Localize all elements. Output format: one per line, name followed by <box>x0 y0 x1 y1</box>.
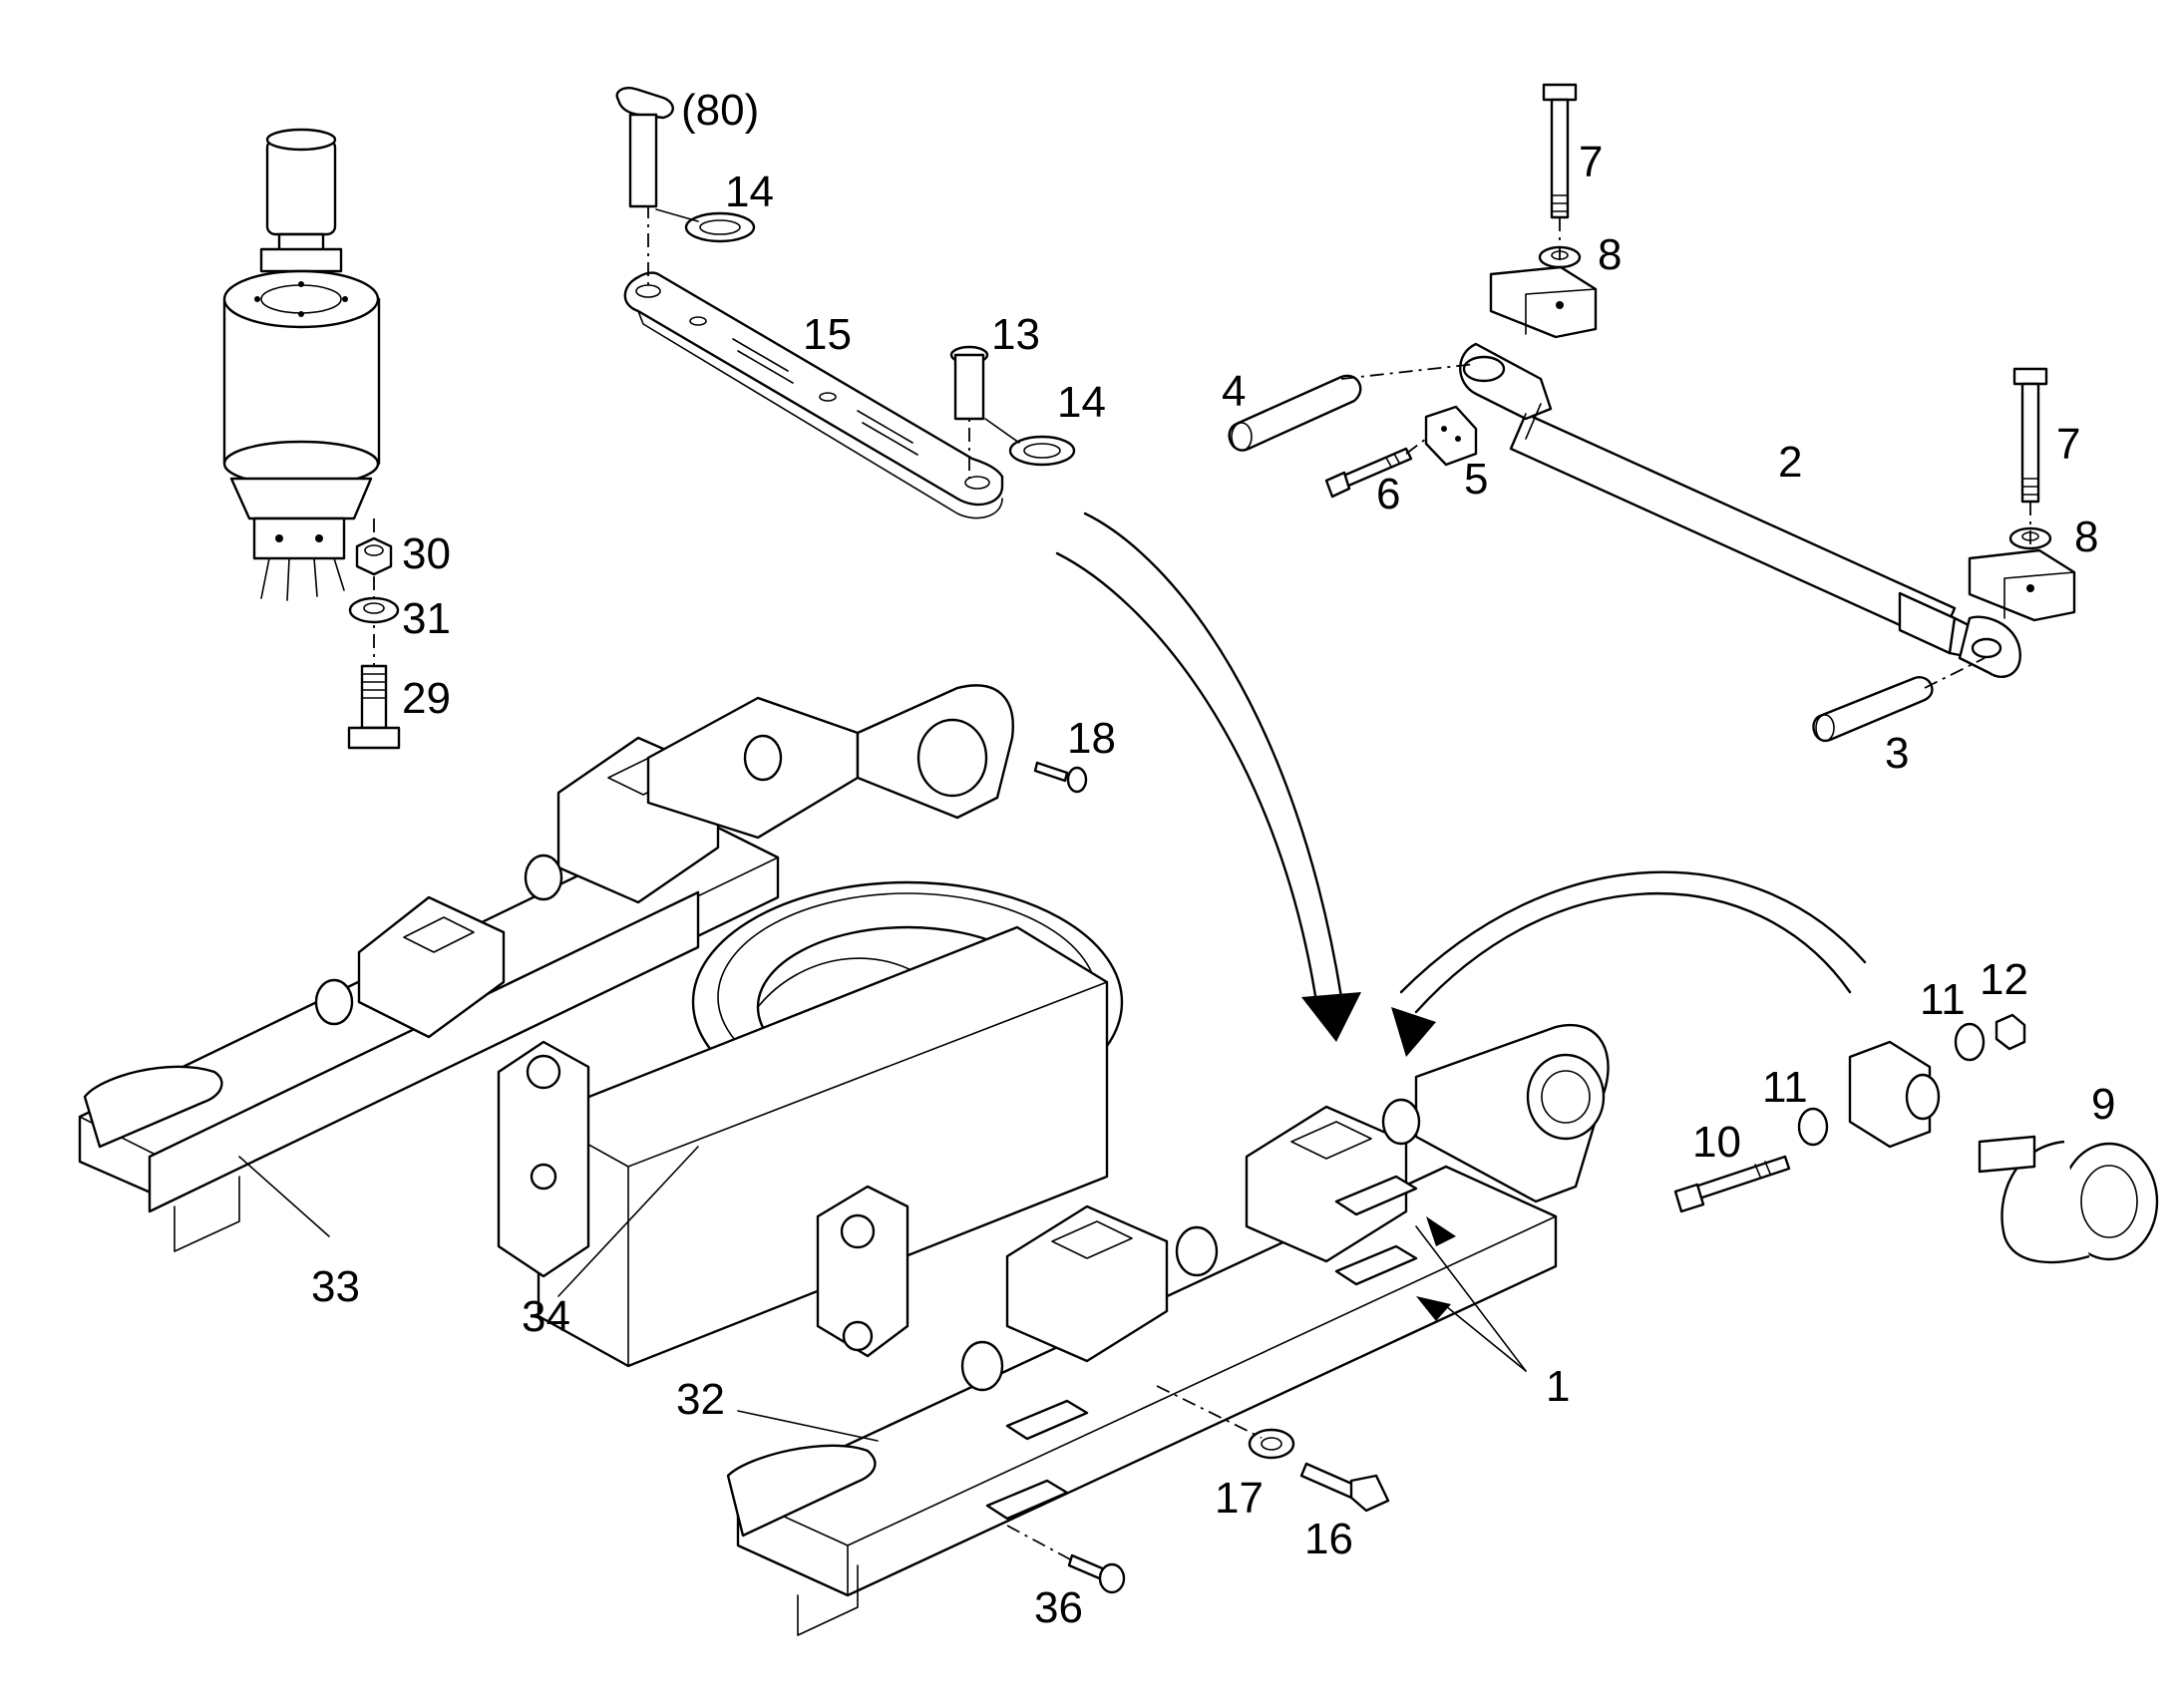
assembly-arrow-right <box>1391 870 1867 1057</box>
callout-80: (80) <box>681 86 759 135</box>
callout-14-upper: 14 <box>725 168 774 216</box>
clamp-block-lower <box>1968 548 2076 622</box>
callout-4: 4 <box>1222 367 1246 416</box>
callout-30: 30 <box>402 529 451 578</box>
pin-4 <box>1228 374 1362 452</box>
roller-9 <box>1978 1135 2159 1264</box>
pin-80 <box>615 87 674 208</box>
callout-17: 17 <box>1215 1474 1264 1523</box>
pin-3-axis <box>1924 657 1986 689</box>
callout-7-upper: 7 <box>1579 138 1603 186</box>
pin-13 <box>949 345 989 421</box>
callout-2: 2 <box>1778 438 1802 487</box>
screw-36-axis <box>1006 1525 1073 1561</box>
screw-36 <box>1067 1553 1126 1594</box>
assembly-arrow-left <box>1055 512 1361 1042</box>
callout-11-upper: 11 <box>1920 975 1966 1024</box>
bolt-18 <box>1033 761 1088 794</box>
washer-11-lower <box>1797 1107 1829 1147</box>
pin-3 <box>1812 676 1934 743</box>
callout-3: 3 <box>1885 729 1909 778</box>
nut-30 <box>355 536 393 576</box>
bolt-16-axis <box>1156 1385 1263 1439</box>
callout-1: 1 <box>1546 1362 1570 1411</box>
frame-rollers <box>314 734 1421 1392</box>
bolt-10 <box>1673 1155 1791 1213</box>
callout-15: 15 <box>803 310 852 359</box>
block-5 <box>1424 405 1478 467</box>
bolt-7-upper <box>1542 83 1578 219</box>
callout-29: 29 <box>402 674 451 723</box>
clip-14-upper <box>655 208 756 243</box>
callout-32: 32 <box>676 1375 725 1424</box>
screw-6-axis <box>1405 438 1427 455</box>
callout-labels: (80) 14 15 13 14 7 8 4 6 5 2 7 8 3 30 31… <box>311 86 2115 1632</box>
callout-36: 36 <box>1034 1583 1083 1632</box>
callout-8-upper: 8 <box>1598 230 1622 279</box>
bolt-16 <box>1299 1462 1390 1513</box>
callout-16: 16 <box>1304 1515 1353 1563</box>
nut-12 <box>1995 1013 2026 1051</box>
callout-9: 9 <box>2091 1080 2115 1129</box>
clamp-block-upper <box>1489 265 1598 339</box>
link-bar-15 <box>623 271 1004 519</box>
callout-34: 34 <box>522 1292 570 1341</box>
callout-5: 5 <box>1464 455 1488 504</box>
callout-7-lower: 7 <box>2056 420 2080 469</box>
callout-8-lower: 8 <box>2074 512 2098 561</box>
leader-lines <box>238 1146 1527 1442</box>
washer-31 <box>348 596 400 624</box>
callout-31: 31 <box>402 594 451 643</box>
callout-10: 10 <box>1692 1118 1741 1167</box>
slew-drive-motor <box>222 128 381 601</box>
callout-33: 33 <box>311 1262 360 1311</box>
callout-14-lower: 14 <box>1057 378 1106 427</box>
callout-18: 18 <box>1067 714 1116 763</box>
washer-11-upper <box>1954 1022 1986 1062</box>
bolt-7-lower <box>2012 367 2048 504</box>
callout-11-lower: 11 <box>1762 1063 1808 1112</box>
callout-12: 12 <box>1980 955 2028 1004</box>
clip-14-lower <box>984 418 1076 467</box>
washer-17 <box>1248 1428 1295 1460</box>
roller-bracket <box>1848 1040 1941 1149</box>
bolt-29 <box>347 664 401 750</box>
hydraulic-cylinder-2 <box>1459 342 2021 678</box>
callout-6: 6 <box>1376 470 1400 518</box>
undercarriage-frame <box>78 684 1610 1636</box>
callout-13: 13 <box>991 310 1040 359</box>
pin-4-axis <box>1340 363 1477 380</box>
step-plates <box>985 1175 1418 1521</box>
screw-6 <box>1324 447 1413 499</box>
